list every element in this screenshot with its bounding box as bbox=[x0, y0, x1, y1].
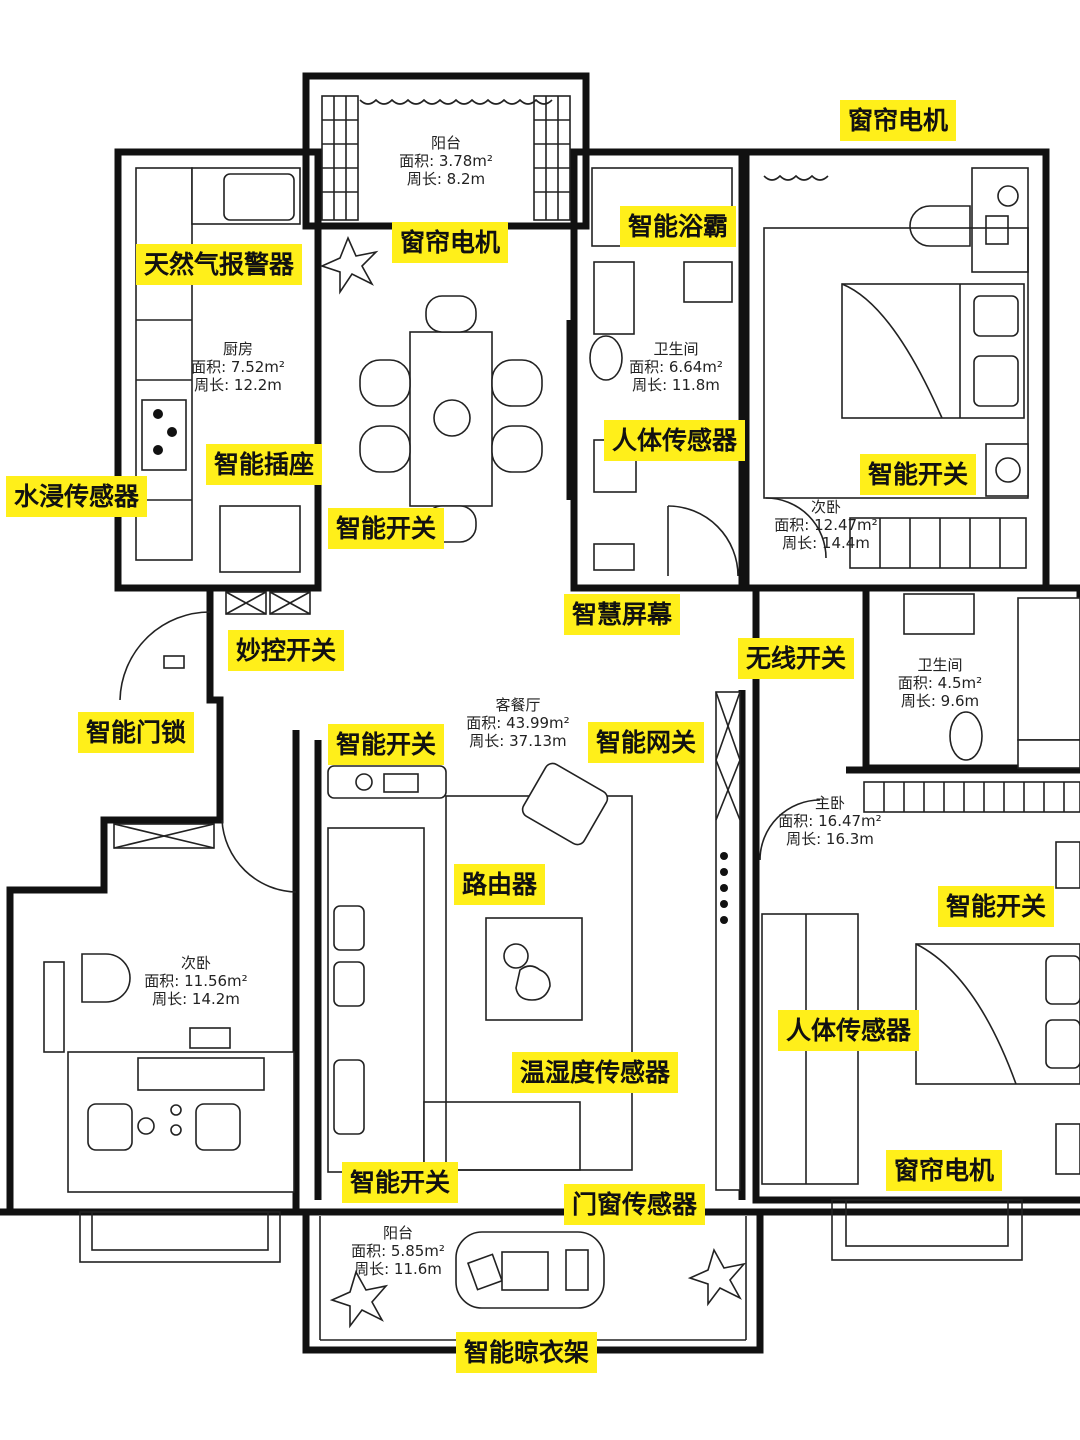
balcony-top-area: 面积: 3.78m² bbox=[399, 152, 493, 170]
living-room-furniture bbox=[327, 691, 741, 1191]
tag-smart-gateway: 智能网关 bbox=[588, 722, 705, 763]
tag-smart-switch-bedroom-top: 智能开关 bbox=[860, 454, 977, 495]
bathroom-right-area: 面积: 4.5m² bbox=[898, 674, 982, 692]
bedroom-left-perimeter: 周长: 14.2m bbox=[152, 990, 240, 1008]
balcony-bottom-area: 面积: 5.85m² bbox=[351, 1242, 445, 1260]
kitchen-name: 厨房 bbox=[223, 340, 253, 358]
living-perimeter: 周长: 37.13m bbox=[469, 732, 566, 750]
bedroom-left-name: 次卧 bbox=[181, 954, 211, 972]
bathroom-right-name: 卫生间 bbox=[917, 656, 962, 674]
master-perimeter: 周长: 16.3m bbox=[786, 830, 874, 848]
balcony-windows bbox=[321, 95, 571, 221]
master-area: 面积: 16.47m² bbox=[778, 812, 881, 830]
tag-smart-switch-master: 智能开关 bbox=[938, 886, 1055, 927]
bedroom-top-right-perimeter: 周长: 14.4m bbox=[782, 534, 870, 552]
bedroom-top-right-furniture bbox=[763, 167, 1029, 569]
tag-wireless-switch: 无线开关 bbox=[738, 638, 855, 679]
master-bedroom-furniture bbox=[759, 799, 1080, 1185]
tag-gas-alarm: 天然气报警器 bbox=[136, 244, 303, 285]
bathroom-top-perimeter: 周长: 11.8m bbox=[632, 376, 720, 394]
living-area: 面积: 43.99m² bbox=[466, 714, 569, 732]
tag-smart-screen: 智慧屏幕 bbox=[564, 594, 681, 635]
living-name: 客餐厅 bbox=[495, 696, 540, 714]
tag-magic-switch: 妙控开关 bbox=[228, 630, 345, 671]
bedroom-top-right-name: 次卧 bbox=[811, 498, 841, 516]
kitchen-fixtures bbox=[135, 167, 311, 615]
tag-temp-humidity-sensor: 温湿度传感器 bbox=[512, 1052, 679, 1093]
tag-router: 路由器 bbox=[454, 864, 546, 905]
kitchen-perimeter: 周长: 12.2m bbox=[194, 376, 282, 394]
tag-curtain-motor-master: 窗帘电机 bbox=[886, 1150, 1003, 1191]
tag-water-sensor: 水浸传感器 bbox=[6, 476, 148, 517]
balcony-bottom-name: 阳台 bbox=[383, 1224, 413, 1242]
bathroom-top-name: 卫生间 bbox=[653, 340, 698, 358]
bedroom-left-area: 面积: 11.56m² bbox=[144, 972, 247, 990]
entry-and-left-bedroom bbox=[43, 611, 297, 1193]
kitchen-area: 面积: 7.52m² bbox=[191, 358, 285, 376]
balcony-top-perimeter: 周长: 8.2m bbox=[407, 170, 485, 188]
balcony-bottom-perimeter: 周长: 11.6m bbox=[354, 1260, 442, 1278]
dining-table bbox=[359, 295, 543, 543]
balcony-top-name: 阳台 bbox=[431, 134, 461, 152]
tag-door-window-sensor: 门窗传感器 bbox=[564, 1184, 706, 1225]
tag-smart-bath-heater: 智能浴霸 bbox=[620, 206, 737, 247]
tag-smart-drying-rack: 智能晾衣架 bbox=[456, 1332, 598, 1373]
master-name: 主卧 bbox=[815, 794, 845, 812]
tag-smart-socket: 智能插座 bbox=[206, 444, 323, 485]
tag-smart-switch-sofa: 智能开关 bbox=[342, 1162, 459, 1203]
tag-curtain-motor-balcony: 窗帘电机 bbox=[392, 222, 509, 263]
tag-curtain-motor-top-right: 窗帘电机 bbox=[840, 100, 957, 141]
bathroom-top-area: 面积: 6.64m² bbox=[629, 358, 723, 376]
tag-smart-switch-dining: 智能开关 bbox=[328, 508, 445, 549]
room-text: 阳台 面积: 3.78m² 周长: 8.2m 厨房 面积: 7.52m² 周长:… bbox=[144, 134, 982, 1278]
bathroom-right-fixtures bbox=[863, 593, 1080, 813]
plant-dining bbox=[319, 235, 379, 295]
bedroom-top-right-area: 面积: 12.47m² bbox=[774, 516, 877, 534]
tag-smart-lock: 智能门锁 bbox=[78, 712, 195, 753]
tag-smart-switch-living: 智能开关 bbox=[328, 724, 445, 765]
tag-body-sensor-master: 人体传感器 bbox=[778, 1010, 920, 1051]
tag-body-sensor-bath: 人体传感器 bbox=[604, 420, 746, 461]
bathroom-right-perimeter: 周长: 9.6m bbox=[901, 692, 979, 710]
